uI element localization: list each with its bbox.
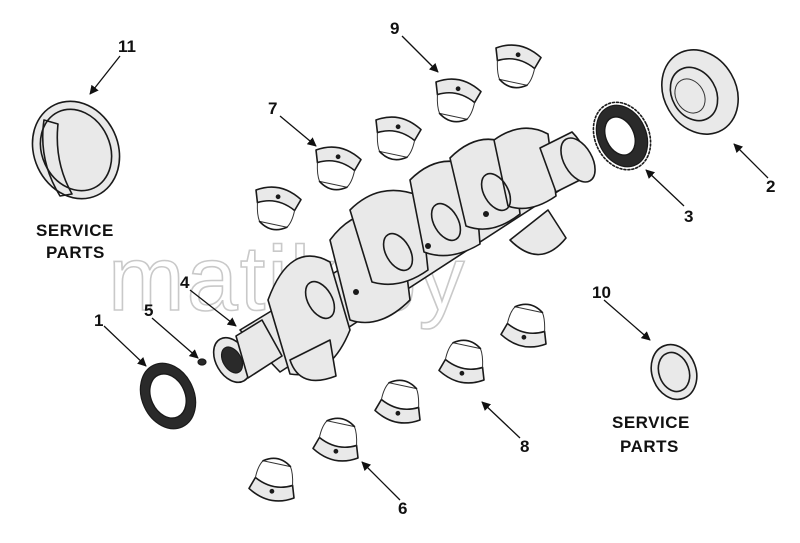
rear-seal-ring [31,100,121,200]
callout-11: 11 [118,37,136,56]
crank-key [197,358,207,366]
crank-front-gear [139,362,197,430]
service-note-right-line2: PARTS [620,437,679,456]
front-seal-ring [661,49,739,135]
callout-6: 6 [398,499,407,518]
service-note-left-line2: PARTS [46,243,105,262]
service-note-right-line1: SERVICE [612,413,690,432]
callout-2: 2 [766,177,775,196]
callout-3: 3 [684,207,693,226]
crankshaft [212,127,596,384]
service-ring-right [650,343,698,401]
callout-numbers: 11 9 7 2 3 4 5 1 10 8 6 [94,19,775,518]
leader-lines [89,35,769,501]
crankshaft-gear [592,101,652,171]
callout-9: 9 [390,19,399,38]
callout-4: 4 [180,273,190,292]
callout-5: 5 [144,301,153,320]
service-parts-note-right: SERVICE PARTS [612,413,690,456]
callout-1: 1 [94,311,103,330]
service-note-left-line1: SERVICE [36,221,114,240]
service-parts-note-left: SERVICE PARTS [36,221,114,262]
callout-7: 7 [268,99,277,118]
callout-10: 10 [592,283,611,302]
callout-8: 8 [520,437,529,456]
